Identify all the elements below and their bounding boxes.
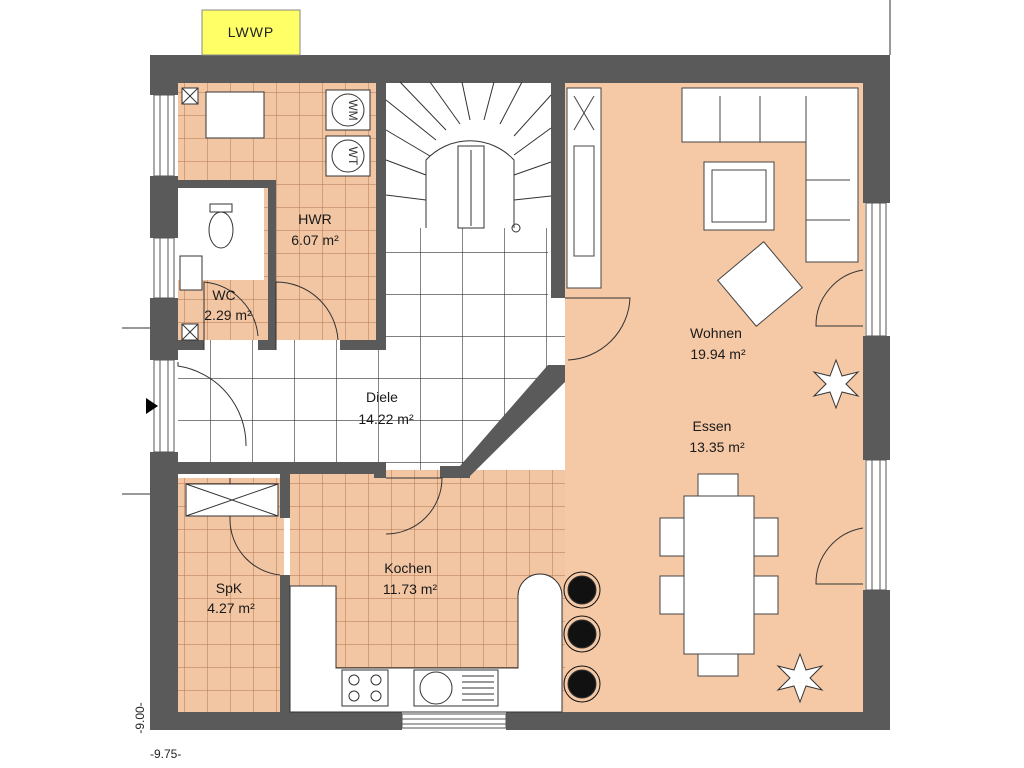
wc-fixtures bbox=[179, 203, 234, 341]
plants bbox=[776, 358, 860, 704]
room-area-wohnen: 19.94 m² bbox=[690, 346, 746, 362]
room-name-hwr: HWR bbox=[298, 211, 331, 227]
room-area-essen: 13.35 m² bbox=[689, 439, 745, 455]
room-name-wohnen: Wohnen bbox=[690, 325, 742, 341]
spk-shelf bbox=[185, 483, 279, 517]
sink-icon bbox=[179, 255, 203, 291]
armchair-icon bbox=[703, 161, 775, 231]
windows bbox=[153, 94, 887, 729]
dimension-horizontal: -9.75- bbox=[150, 747, 181, 761]
washer-icon bbox=[325, 89, 371, 131]
kitchen bbox=[289, 571, 601, 713]
cabinet-icon bbox=[566, 87, 602, 289]
floor-kochen bbox=[290, 470, 565, 712]
toilet-icon bbox=[209, 203, 233, 213]
room-name-wc: WC bbox=[212, 287, 235, 303]
staircase bbox=[385, 81, 552, 233]
dimension-vertical: -9.00- bbox=[133, 702, 147, 733]
lwwp-tag-label: LWWP bbox=[228, 24, 275, 40]
dining-set bbox=[659, 473, 779, 677]
dryer-label: WT bbox=[346, 147, 360, 166]
room-name-spk: SpK bbox=[216, 580, 243, 596]
walls bbox=[150, 55, 890, 730]
room-area-hwr: 6.07 m² bbox=[291, 232, 339, 248]
floor-spk bbox=[178, 478, 284, 712]
sofa-icon bbox=[681, 87, 859, 263]
plant-icon bbox=[776, 652, 824, 704]
entrance-arrow-icon bbox=[146, 398, 158, 414]
room-area-spk: 4.27 m² bbox=[207, 600, 255, 616]
lwwp-tag bbox=[201, 9, 301, 56]
living-furniture bbox=[566, 87, 859, 327]
room-area-wc: 2.29 m² bbox=[204, 307, 252, 323]
room-area-diele: 14.22 m² bbox=[358, 411, 414, 427]
door-swings bbox=[177, 269, 864, 585]
dryer-icon bbox=[325, 135, 371, 177]
plant-icon bbox=[812, 358, 860, 410]
dining-table bbox=[683, 495, 755, 655]
armchair-icon bbox=[717, 241, 803, 327]
room-name-essen: Essen bbox=[693, 418, 732, 434]
room-name-diele: Diele bbox=[366, 389, 398, 405]
hwr-fixtures bbox=[181, 87, 371, 177]
room-name-kochen: Kochen bbox=[384, 560, 431, 576]
bar-stools bbox=[567, 575, 597, 699]
room-area-kochen: 11.73 m² bbox=[383, 581, 438, 597]
washer-label: WM bbox=[346, 99, 360, 120]
cooktop-icon bbox=[341, 669, 389, 707]
